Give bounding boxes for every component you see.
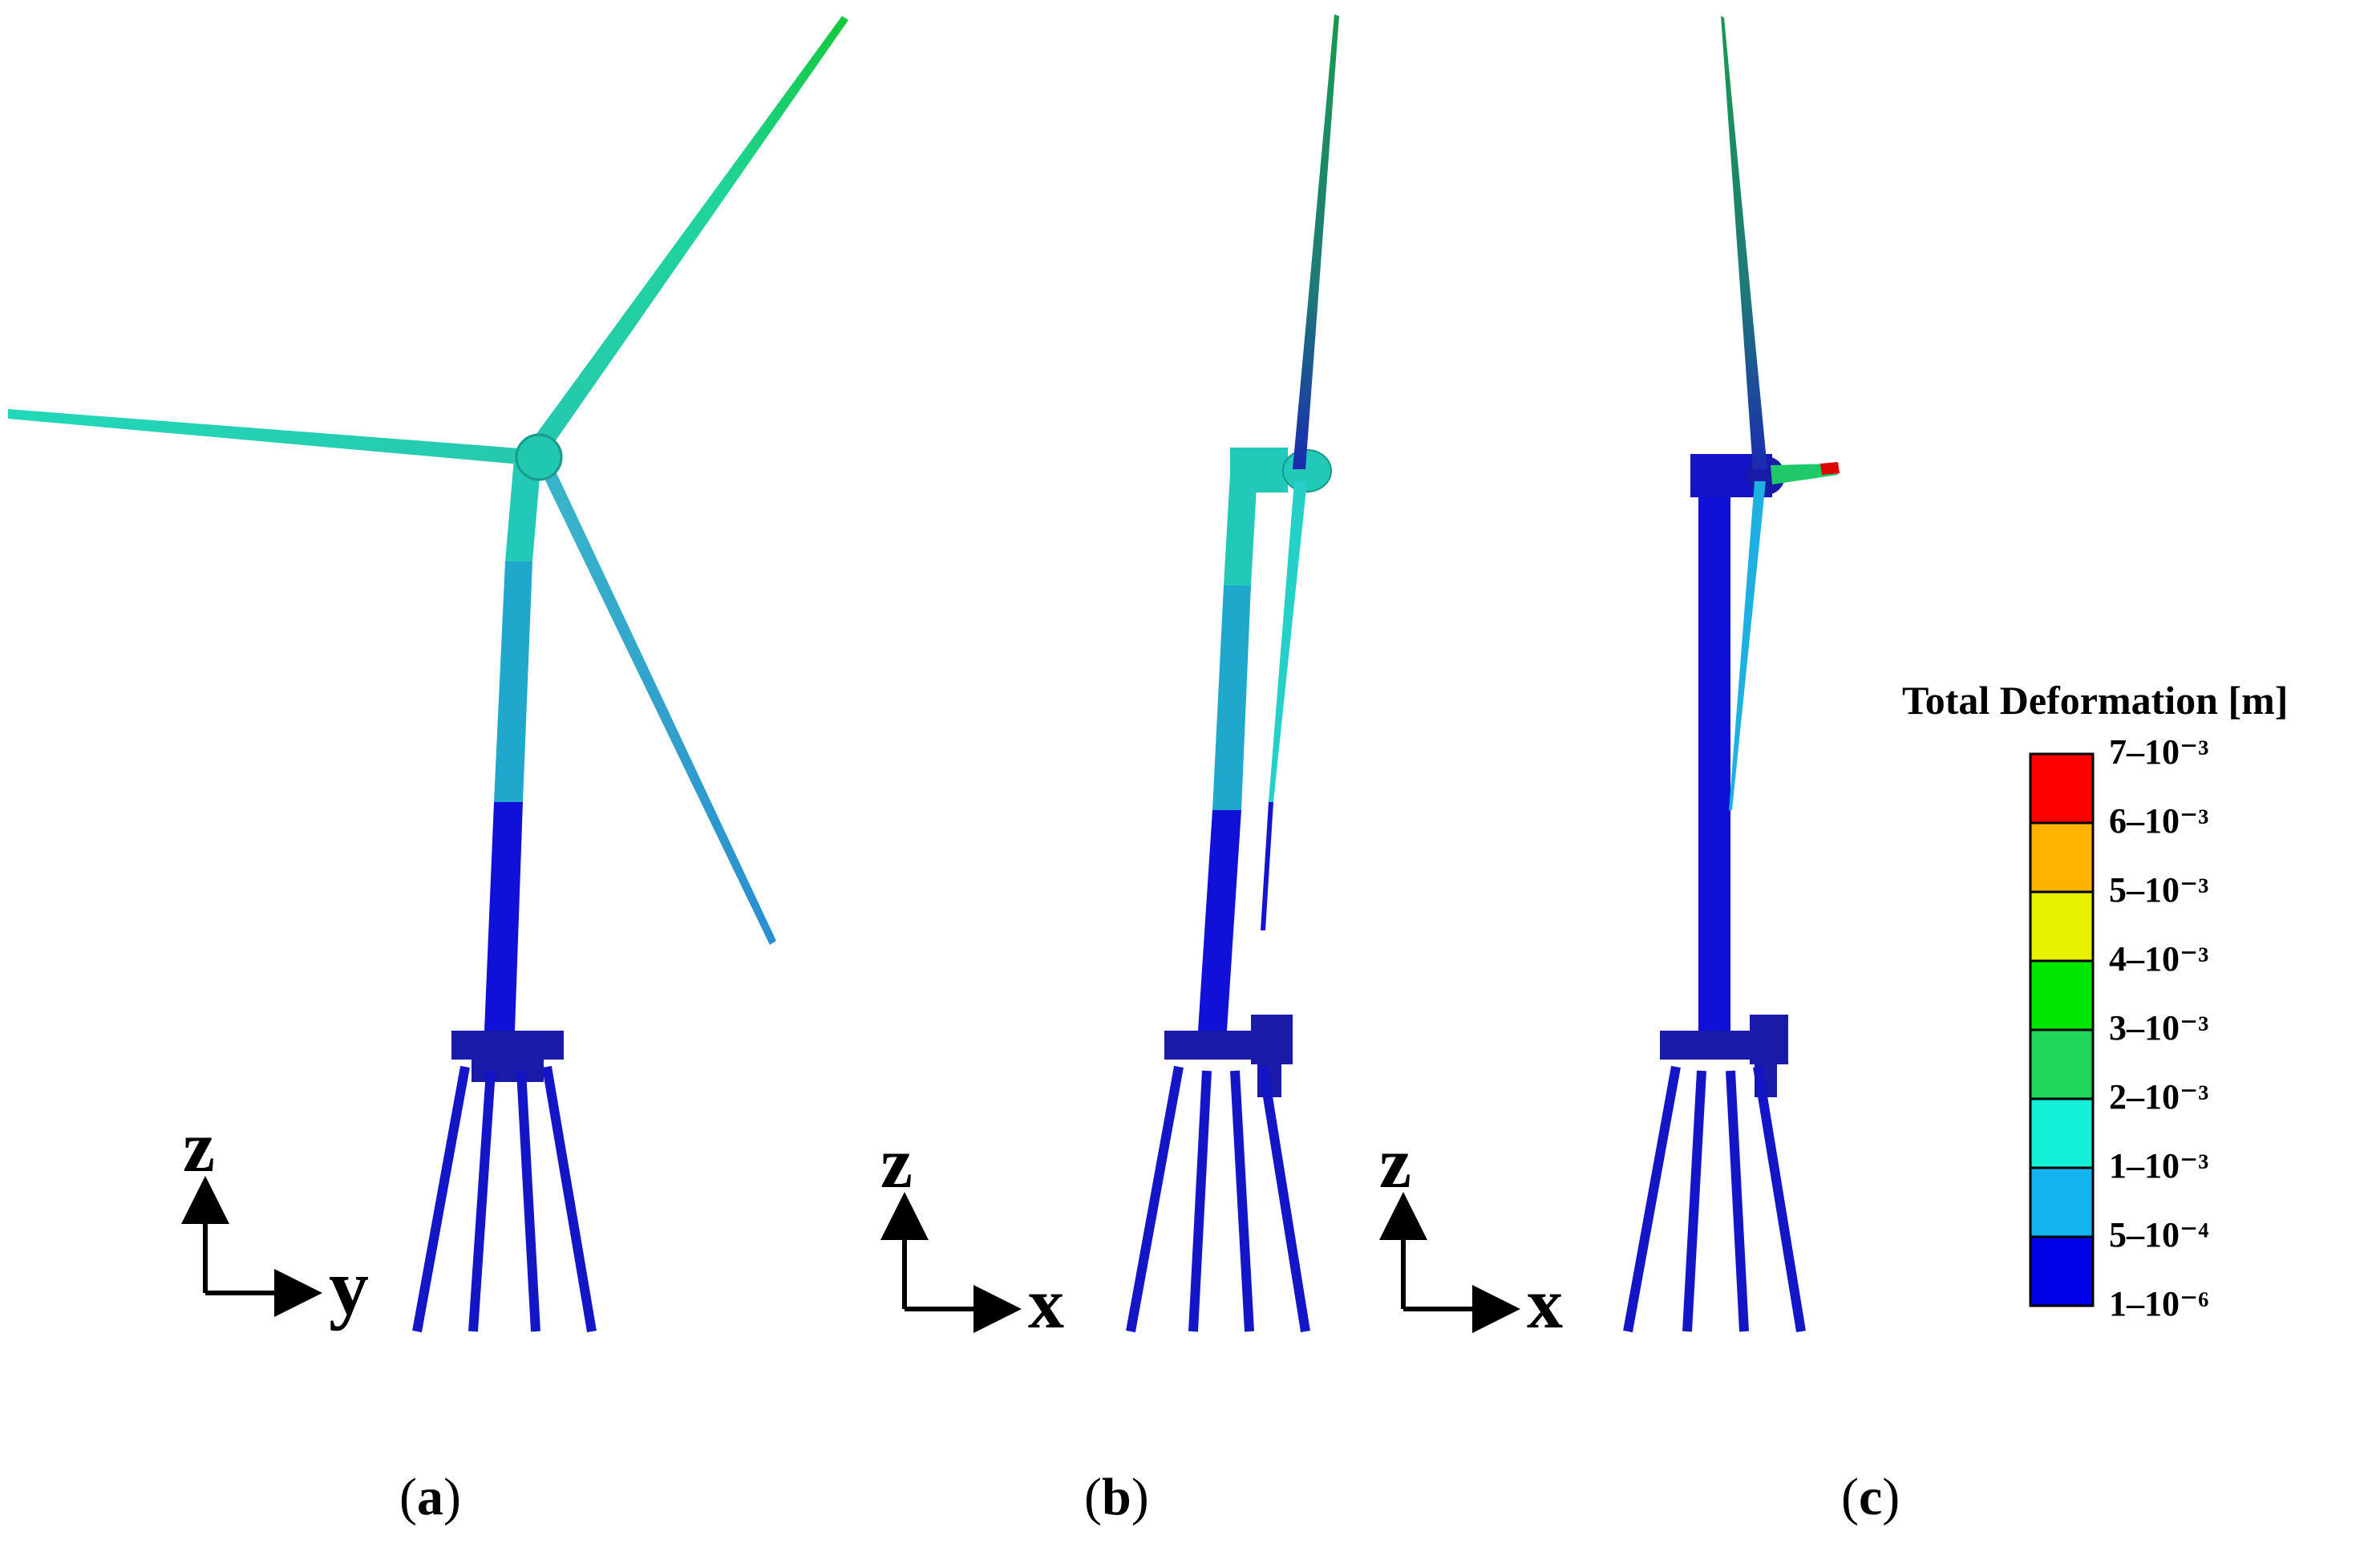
- tower-a: [484, 449, 542, 1031]
- legend-label: 4–10⁻³: [2109, 939, 2208, 979]
- axis-label-horizontal-c: x: [1527, 1264, 1563, 1343]
- legend-swatch: [2029, 1097, 2095, 1169]
- legend-label: 2–10⁻³: [2109, 1077, 2208, 1116]
- legend-label: 1–10⁻³: [2109, 1146, 2208, 1185]
- rotor-b: [1261, 14, 1339, 930]
- panel-label-c: (c): [1841, 1468, 1900, 1526]
- tower-c: [1698, 497, 1730, 1031]
- tower-b: [1198, 473, 1257, 1031]
- substructure-c: [1623, 1015, 1806, 1333]
- axis-triad-b: z x: [880, 1124, 1064, 1343]
- color-legend: Total Deformation [m] 7–10⁻³ 6–10⁻³ 5–10⁻³…: [1902, 678, 2288, 1323]
- legend-swatch: [2029, 752, 2095, 825]
- legend-label: 1–10⁻⁶: [2109, 1284, 2208, 1323]
- legend-swatch: [2029, 1028, 2095, 1100]
- panel-b: z x (b): [880, 14, 1339, 1526]
- legend-swatch: [2029, 1166, 2095, 1238]
- legend-label: 3–10⁻³: [2109, 1008, 2208, 1048]
- legend-swatch: [2029, 959, 2095, 1031]
- substructure-b: [1126, 1015, 1310, 1333]
- axis-label-horizontal-a: y: [329, 1242, 369, 1331]
- axis-triad-a: z y: [181, 1108, 369, 1331]
- rotor-c: [1721, 16, 1767, 810]
- axis-label-horizontal-b: x: [1028, 1264, 1064, 1343]
- hub-b: [1282, 449, 1332, 492]
- legend-swatch: [2029, 1235, 2095, 1307]
- legend-swatch: [2029, 890, 2095, 962]
- substructure-a: [412, 1031, 597, 1333]
- axis-label-vertical-a: z: [183, 1108, 215, 1187]
- panel-c: z x (c): [1379, 16, 1900, 1526]
- legend-swatch: [2029, 821, 2095, 894]
- nacelle-b: [1230, 448, 1332, 492]
- axis-label-vertical-c: z: [1379, 1124, 1411, 1203]
- legend-label: 6–10⁻³: [2109, 801, 2208, 841]
- legend-labels: 7–10⁻³ 6–10⁻³ 5–10⁻³ 4–10⁻³ 3–10⁻³ 2–10⁻³ 1–10…: [2109, 732, 2208, 1323]
- panel-label-a: (a): [399, 1468, 461, 1526]
- rotor-a: [8, 16, 848, 945]
- legend-swatches: [2029, 752, 2095, 1307]
- panel-a: z y (a): [8, 16, 848, 1526]
- legend-label: 7–10⁻³: [2109, 732, 2208, 772]
- panel-label-b: (b): [1084, 1468, 1149, 1526]
- legend-title: Total Deformation [m]: [1902, 678, 2288, 723]
- axis-label-vertical-b: z: [880, 1124, 913, 1203]
- legend-label: 5–10⁻⁴: [2109, 1215, 2208, 1254]
- axis-triad-c: z x: [1379, 1124, 1563, 1343]
- hub-a: [515, 433, 563, 481]
- nacelle-c: [1690, 454, 1840, 497]
- legend-label: 5–10⁻³: [2109, 870, 2208, 910]
